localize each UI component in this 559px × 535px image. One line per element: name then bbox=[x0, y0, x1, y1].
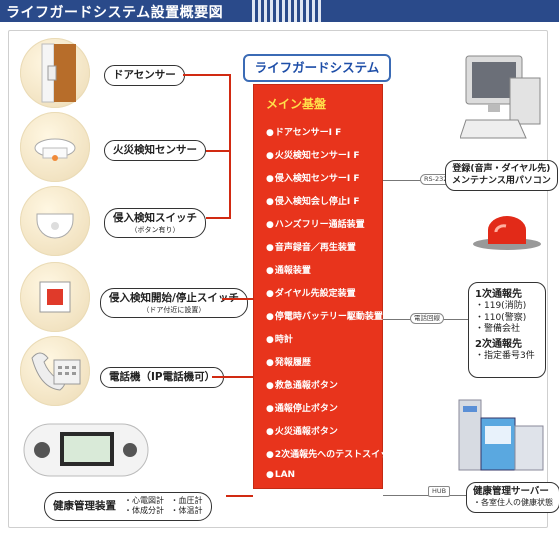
pc-label: 登録(音声・ダイヤル先) メンテナンス用パソコン bbox=[445, 160, 558, 192]
board-item: 発報履歴 bbox=[266, 355, 311, 368]
board-item: LAN bbox=[266, 470, 295, 480]
telephone-label: 電話機（IP電話機可） bbox=[100, 367, 225, 388]
board-item: 通報装置 bbox=[266, 263, 311, 276]
health-server-sub: ・各室住人の健康状態 bbox=[473, 498, 553, 508]
start-stop-switch-label: 侵入検知開始/停止スイッチ （ドア付近に設置） bbox=[100, 288, 248, 318]
health-server-label: 健康管理サーバー ・各室住人の健康状態 bbox=[466, 482, 559, 513]
hub-tag: HUB bbox=[428, 486, 451, 497]
start-stop-switch-image bbox=[20, 262, 90, 332]
door-sensor-label: ドアセンサー bbox=[104, 65, 185, 86]
connector-start-stop bbox=[222, 298, 253, 300]
health-device-text: 健康管理装置 bbox=[53, 500, 116, 513]
start-stop-switch-sub: （ドア付近に設置） bbox=[142, 305, 206, 314]
board-item: ダイヤル先設定装置 bbox=[266, 286, 356, 299]
board-item: 侵入検知センサーI F bbox=[266, 171, 360, 184]
main-board: メイン基盤 ドアセンサーI F 火災検知センサーI F 侵入検知センサーI F … bbox=[253, 84, 398, 489]
intrusion-switch-image bbox=[20, 186, 90, 256]
fire-sensor-text: 火災検知センサー bbox=[113, 144, 197, 156]
first-target-police: ・110(警察) bbox=[475, 312, 527, 323]
intrusion-switch-sub: （ボタン有り） bbox=[130, 225, 180, 234]
board-item: 火災通報ボタン bbox=[266, 424, 338, 437]
notification-targets: 1次通報先 ・119(消防) ・110(警察) ・警備会社 2次通報先 ・指定番… bbox=[468, 282, 546, 378]
first-target-fire: ・119(消防) bbox=[475, 301, 527, 311]
pc-label-line2: メンテナンス用パソコン bbox=[452, 175, 551, 186]
connector-vertical-left bbox=[229, 74, 231, 219]
system-title: ライフガードシステム bbox=[243, 54, 391, 82]
health-item-blood-pressure: ・血圧計 bbox=[170, 496, 203, 505]
health-device-image bbox=[23, 423, 149, 477]
telephone-text: 電話機（IP電話機可） bbox=[109, 371, 216, 383]
second-target-numbers: ・指定番号3件 bbox=[475, 351, 535, 362]
connector-telephone bbox=[212, 376, 253, 378]
board-item: 音声録音／再生装置 bbox=[266, 240, 356, 253]
first-target-header: 1次通報先 bbox=[475, 289, 522, 300]
board-item: ハンズフリー通話装置 bbox=[266, 217, 365, 230]
health-device-label: 健康管理装置 ・心電図計 ・血圧計 ・体成分計 ・体温計 bbox=[44, 492, 212, 521]
health-item-ecg: ・心電図計 bbox=[124, 496, 164, 505]
connector-hub bbox=[383, 495, 470, 496]
connector-intrusion bbox=[206, 217, 231, 219]
board-item: 救急通報ボタン bbox=[266, 378, 338, 391]
board-item: ドアセンサーI F bbox=[266, 125, 341, 138]
board-item: 時計 bbox=[266, 332, 293, 345]
connector-pc bbox=[383, 180, 443, 181]
fire-sensor-label: 火災検知センサー bbox=[104, 140, 206, 161]
board-item: 停電時バッテリー駆動装置 bbox=[266, 309, 383, 322]
health-item-thermometer: ・体温計 bbox=[170, 506, 203, 516]
pc-label-line1: 登録(音声・ダイヤル先) bbox=[452, 164, 551, 174]
board-header: メイン基盤 bbox=[266, 97, 327, 111]
computer-image bbox=[460, 55, 541, 139]
door-sensor-text: ドアセンサー bbox=[113, 69, 176, 81]
server-image bbox=[458, 399, 544, 471]
connector-fire bbox=[206, 150, 231, 152]
phone-line-tag: 電話回線 bbox=[410, 313, 444, 324]
board-item: 火災検知センサーI F bbox=[266, 148, 360, 161]
connector-door bbox=[183, 74, 231, 76]
intrusion-switch-label: 侵入検知スイッチ （ボタン有り） bbox=[104, 208, 206, 238]
health-item-body-composition: ・体成分計 bbox=[124, 506, 164, 516]
health-server-title: 健康管理サーバー bbox=[473, 486, 549, 497]
title-stripes bbox=[252, 0, 322, 22]
first-target-security: ・警備会社 bbox=[475, 324, 521, 335]
intrusion-switch-text: 侵入検知スイッチ bbox=[113, 212, 197, 224]
page-title: ライフガードシステム設置概要図 bbox=[6, 5, 224, 21]
telephone-image bbox=[20, 336, 90, 406]
title-bar: ライフガードシステム設置概要図 bbox=[0, 0, 559, 22]
start-stop-switch-text: 侵入検知開始/停止スイッチ bbox=[109, 292, 239, 304]
second-target-header: 2次通報先 bbox=[475, 339, 522, 351]
board-item: 通報停止ボタン bbox=[266, 401, 338, 414]
board-item: 2次通報先へのテストスイッチ bbox=[266, 447, 398, 460]
connector-health bbox=[226, 495, 253, 497]
door-sensor-image bbox=[20, 38, 90, 108]
board-item: 侵入検知会し停止I F bbox=[266, 194, 360, 207]
fire-sensor-image bbox=[20, 112, 90, 182]
alarm-light-image bbox=[473, 216, 541, 250]
